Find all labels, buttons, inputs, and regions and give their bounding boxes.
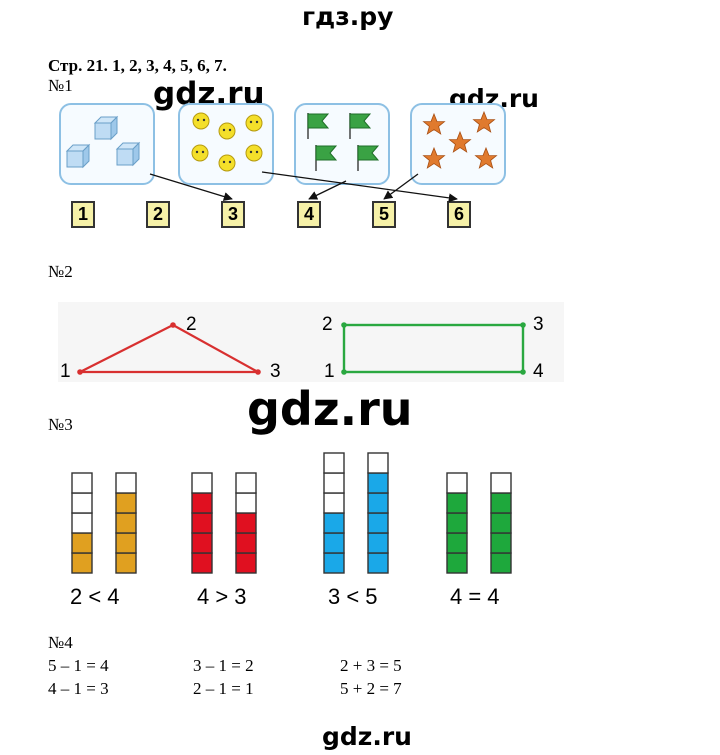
number-box-2: 2 <box>146 201 170 228</box>
bar-cell <box>191 472 213 494</box>
task1-label: №1 <box>48 76 73 95</box>
relation-label-3: 3 < 5 <box>328 584 378 609</box>
bar-cell <box>235 552 257 574</box>
relation-label-2: 4 > 3 <box>197 584 247 609</box>
arrow-faces-to-6 <box>261 171 458 203</box>
number-box-1: 1 <box>71 201 95 228</box>
smiley-faces-icon <box>191 112 263 172</box>
bar-cell <box>191 552 213 574</box>
relation-label-4: 4 = 4 <box>450 584 500 609</box>
triangle-shape <box>79 323 259 374</box>
bar-cell <box>446 552 468 574</box>
bar-cell <box>235 532 257 554</box>
rectangle-point-2-label: 2 <box>322 314 333 335</box>
bar-cell <box>323 512 345 534</box>
bar-cell <box>446 512 468 534</box>
equation-5: 2 – 1 = 1 <box>193 679 254 698</box>
equation-1: 5 – 1 = 4 <box>48 656 109 675</box>
equation-2: 3 – 1 = 2 <box>193 656 254 675</box>
rectangle-point-4-label: 4 <box>533 361 544 382</box>
task2-shapes <box>58 302 564 382</box>
task4-label: №4 <box>48 633 73 652</box>
bar-cell <box>191 512 213 534</box>
page-title: Стр. 21. 1, 2, 3, 4, 5, 6, 7. <box>48 56 227 75</box>
bar-cell <box>367 552 389 574</box>
bar-cell <box>323 472 345 494</box>
bar-cell <box>235 512 257 534</box>
rectangle-point-1-label: 1 <box>324 361 335 382</box>
matching-arrows <box>149 171 458 203</box>
bar-cell <box>446 492 468 514</box>
bar-cell <box>367 472 389 494</box>
bar-cell <box>490 552 512 574</box>
task3-bar-pairs <box>71 452 512 574</box>
triangle-point-3-label: 3 <box>270 361 281 382</box>
bar-cell <box>71 552 93 574</box>
bar-cell <box>490 492 512 514</box>
bar-cell <box>71 512 93 534</box>
card-cubes <box>59 103 155 185</box>
bar-cell <box>446 532 468 554</box>
bar-cell <box>191 532 213 554</box>
bar-cell <box>367 452 389 474</box>
bar-cell <box>323 552 345 574</box>
equation-3: 2 + 3 = 5 <box>340 656 402 675</box>
arrow-flags-to-4 <box>308 180 347 200</box>
bar-cell <box>71 492 93 514</box>
bar-cell <box>71 472 93 494</box>
watermark-4: gdz.ru <box>322 722 412 751</box>
shapes-background <box>58 302 564 382</box>
number-box-3: 3 <box>221 201 245 228</box>
bar-cell <box>235 472 257 494</box>
arrow-cubes-to-3 <box>149 173 233 201</box>
bar-cell <box>323 492 345 514</box>
bar-cell <box>115 512 137 534</box>
bar-cell <box>115 472 137 494</box>
number-box-6: 6 <box>447 201 471 228</box>
site-title: гдз.ру <box>302 2 394 31</box>
bar-cell <box>367 492 389 514</box>
task2-label: №2 <box>48 262 73 281</box>
rectangle-point-3-label: 3 <box>533 314 544 335</box>
arrow-stars-to-5 <box>383 173 419 200</box>
triangle-point-1-label: 1 <box>60 361 71 382</box>
equation-6: 5 + 2 = 7 <box>340 679 402 698</box>
watermark-3: gdz.ru <box>247 382 413 436</box>
bar-cell <box>367 512 389 534</box>
cubes-icon <box>65 115 141 169</box>
rectangle-shape <box>342 323 525 374</box>
equation-4: 4 – 1 = 3 <box>48 679 109 698</box>
card-smiley-faces <box>178 103 274 185</box>
bar-cell <box>235 492 257 514</box>
bar-cell <box>115 532 137 554</box>
triangle-point-2-label: 2 <box>186 314 197 335</box>
number-box-5: 5 <box>372 201 396 228</box>
bar-cell <box>191 492 213 514</box>
bar-cell <box>490 532 512 554</box>
bar-cell <box>490 472 512 494</box>
bar-cell <box>323 452 345 474</box>
number-box-4: 4 <box>297 201 321 228</box>
bar-cell <box>323 532 345 554</box>
card-stars <box>410 103 506 185</box>
bar-cell <box>367 532 389 554</box>
bar-cell <box>115 492 137 514</box>
bar-cell <box>490 512 512 534</box>
bar-cell <box>71 532 93 554</box>
card-flags <box>294 103 390 185</box>
task3-label: №3 <box>48 415 73 434</box>
relation-label-1: 2 < 4 <box>70 584 120 609</box>
bar-cell <box>446 472 468 494</box>
flags-icon <box>307 113 380 171</box>
bar-cell <box>115 552 137 574</box>
